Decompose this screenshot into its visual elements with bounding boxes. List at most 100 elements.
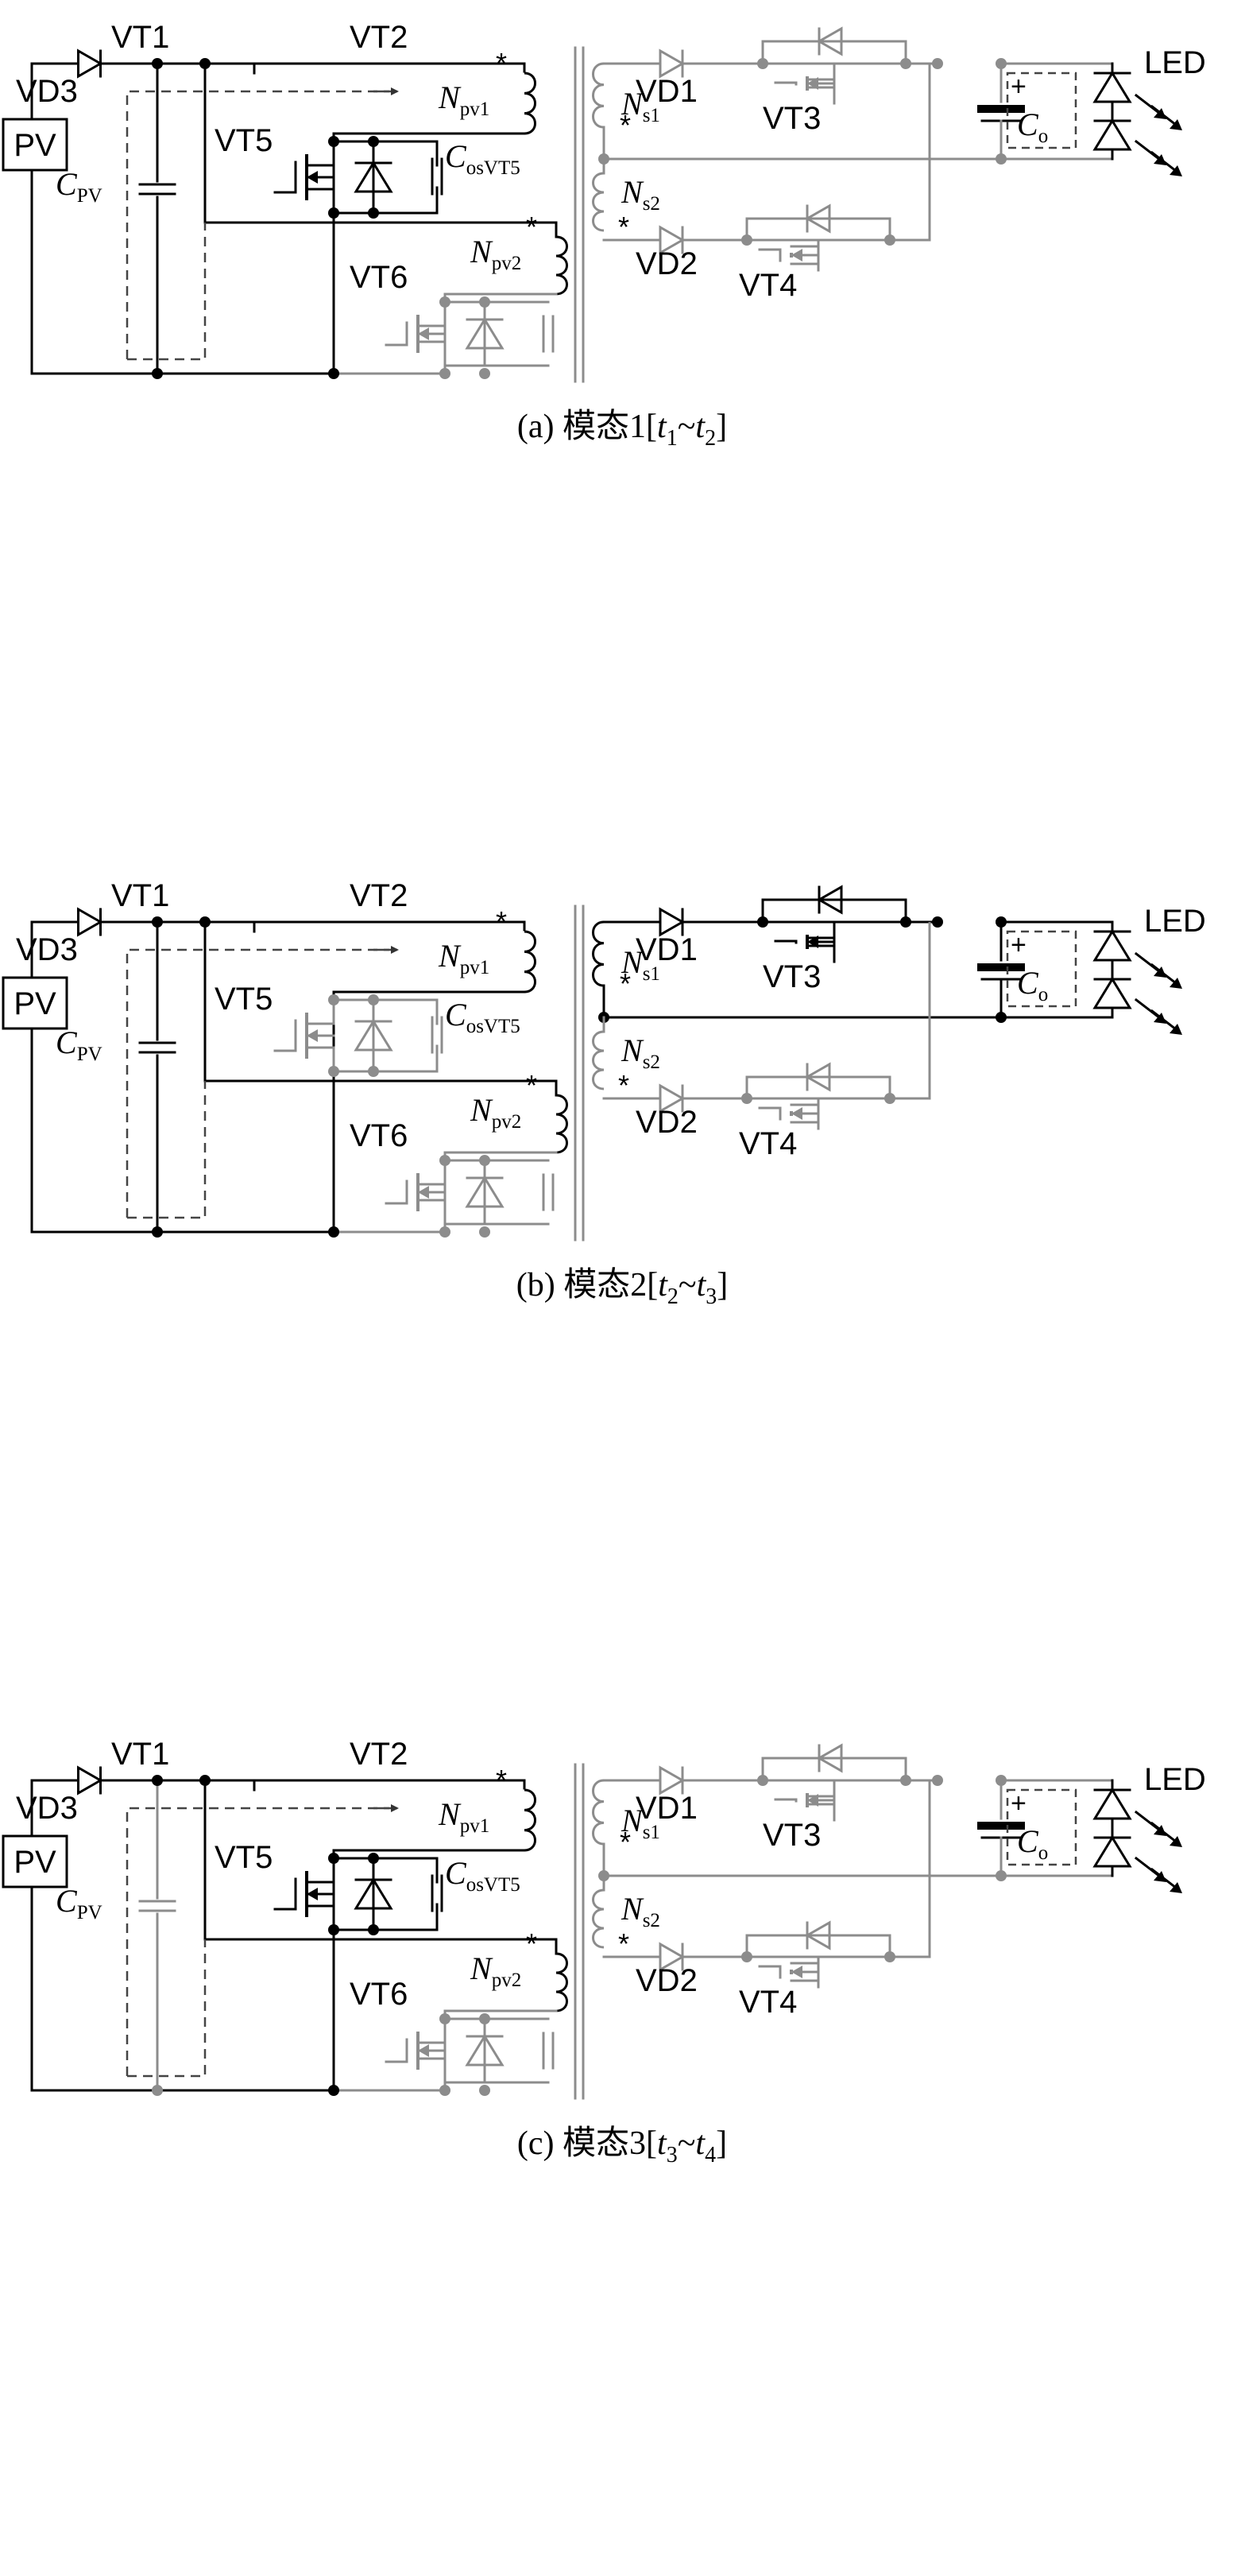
co-label: Co (1017, 1823, 1048, 1864)
led-emission-arrows (1134, 1810, 1182, 1847)
mos-arrow (418, 327, 429, 340)
vt3-mosfet (774, 920, 836, 963)
vd1-diode (642, 1765, 701, 1795)
vt6-body-diode (465, 2017, 505, 2084)
led-1 (1092, 920, 1132, 971)
vt4-mosfet (758, 238, 820, 272)
npv1-winding (524, 930, 536, 994)
vt6-label: VT6 (350, 1977, 408, 2012)
led-2 (1092, 110, 1132, 161)
vt6-label: VT6 (350, 260, 408, 295)
junction-dot (368, 1066, 379, 1077)
vt5-body-diode (354, 998, 393, 1073)
junction-dot (328, 1924, 339, 1935)
junction-dot (152, 1775, 163, 1786)
junction-dot (368, 1924, 379, 1935)
vt3-bypass (761, 40, 907, 64)
junction-dot (439, 1155, 450, 1166)
coil-path (555, 1952, 568, 2012)
diode-triangle (77, 1765, 103, 1795)
ns1-dot: * (620, 967, 631, 1000)
vt4-body-diode (781, 203, 856, 234)
coil-path (555, 235, 568, 296)
vd2-diode (642, 225, 701, 255)
junction-dot (368, 136, 379, 147)
vt4-body-diode (781, 1920, 856, 1950)
vt3-bypass (761, 1757, 907, 1780)
ns1-winding (592, 1779, 605, 1846)
vt4-mosfet (758, 1097, 820, 1130)
ns1-label: Ns1 (621, 1803, 660, 1843)
junction-dot (152, 916, 163, 928)
diode-triangle (1092, 929, 1132, 962)
vt6-body-diode (465, 1159, 505, 1226)
junction-dot (328, 994, 339, 1005)
diode-triangle (659, 1765, 686, 1795)
led-1 (1092, 1779, 1132, 1830)
npv1-label: Npv1 (438, 79, 489, 120)
vt6-body-diode (465, 300, 505, 367)
coil-path (524, 930, 536, 994)
ns2-winding (592, 1888, 605, 1949)
ns2-label: Ns2 (621, 1032, 660, 1073)
diode-triangle (77, 48, 103, 79)
vt4-bypass (745, 217, 891, 240)
junction-dot (439, 2013, 450, 2024)
junction-dot (328, 207, 339, 219)
coil-path (592, 62, 605, 129)
vt1-diode (58, 907, 121, 937)
npv1-label: Npv1 (438, 938, 489, 978)
junction-dot (328, 1226, 339, 1238)
vt5-label: VT5 (215, 982, 273, 1017)
vd1-label: VD1 (636, 1791, 698, 1826)
ns2-dot: * (618, 1927, 629, 1960)
vt4-label: VT4 (739, 268, 797, 303)
cos-vt6-capacitor (542, 2032, 555, 2070)
diode-triangle (804, 1062, 831, 1092)
cos-vt6-capacitor (542, 1173, 555, 1211)
npv2-dot: * (526, 1069, 537, 1102)
vt4-return (906, 922, 931, 1100)
diode-triangle (804, 203, 831, 234)
junction-dot (328, 136, 339, 147)
diode-triangle (354, 161, 393, 193)
junction-dot (932, 916, 943, 928)
vt3-label: VT3 (763, 101, 821, 136)
diode-triangle (659, 907, 686, 937)
npv2-winding (555, 235, 568, 296)
vt4-return (906, 1780, 931, 1958)
junction-dot (479, 1226, 490, 1238)
co-current-loop (1006, 72, 1077, 149)
vd3-label: VD3 (16, 74, 78, 109)
vt4-bypass (745, 1934, 891, 1957)
mos-arrow (418, 2044, 429, 2057)
cos-label: CosVT5 (445, 138, 520, 179)
vt1-diode (58, 1765, 121, 1795)
junction-dot (932, 1775, 943, 1786)
diode-triangle (804, 1920, 831, 1950)
vt1-label: VT1 (111, 1737, 169, 1772)
led-label: LED (1144, 45, 1206, 80)
panel-caption: (a) 模态1[t1~t2] (517, 409, 727, 451)
cos-vt6-capacitor (542, 315, 555, 353)
junction-dot (368, 207, 379, 219)
diode-triangle (1092, 71, 1132, 103)
ns1-winding (592, 62, 605, 129)
mos-arrow (791, 1107, 802, 1120)
co-plate-negative (977, 1822, 1025, 1830)
cos-vt5-capacitor (431, 157, 443, 196)
vt6-mosfet (385, 2017, 447, 2084)
diode-triangle (1092, 977, 1132, 1009)
npv2-winding (555, 1094, 568, 1154)
junction-dot (328, 368, 339, 379)
co-plate-negative (977, 963, 1025, 971)
diode-triangle (1092, 1788, 1132, 1820)
diode-triangle (659, 48, 686, 79)
ns2-dot: * (618, 1069, 629, 1102)
junction-dot (479, 2013, 490, 2024)
diode-triangle (659, 1083, 686, 1114)
vd1-label: VD1 (636, 932, 698, 967)
cpv-label: CPV (56, 1883, 102, 1923)
ns1-dot: * (620, 1826, 631, 1858)
vt5-mosfet (273, 140, 335, 215)
